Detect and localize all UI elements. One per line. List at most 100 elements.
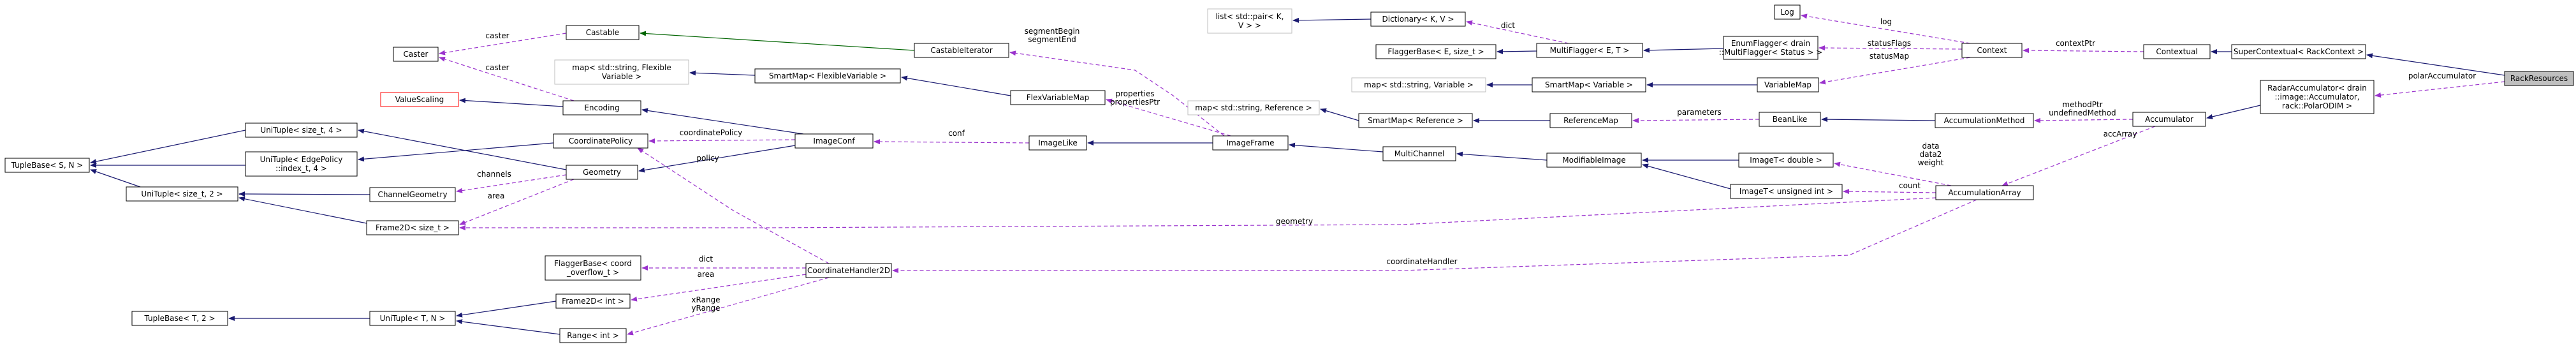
node-box <box>555 293 631 309</box>
class-node-imageconf[interactable]: ImageConf <box>794 133 874 149</box>
node-box <box>366 220 459 235</box>
edge-channelgeom-to-unituple2 <box>238 191 370 197</box>
edge-context-to-log <box>1801 13 1971 44</box>
class-node-refmap[interactable]: ReferenceMap <box>1549 113 1632 128</box>
node-box <box>914 43 1009 58</box>
class-node-mapvar[interactable]: map< std::string, Variable > <box>1351 77 1486 93</box>
class-node-supercontextual[interactable]: SuperContextual< RackContext > <box>2231 44 2366 59</box>
class-node-imgdouble[interactable]: ImageT< double > <box>1738 152 1834 168</box>
class-node-accumulator[interactable]: Accumulator <box>2132 112 2206 127</box>
node-label: EnumFlagger< drain <box>1731 39 1810 48</box>
class-node-accarray[interactable]: AccumulationArray <box>1935 185 2034 200</box>
node-label: ChannelGeometry <box>377 190 447 199</box>
class-node-frame2dsize[interactable]: Frame2D< size_t > <box>366 220 459 235</box>
edge-label-statusmap: statusMap <box>1870 52 1909 61</box>
class-node-unitupleTN[interactable]: UniTuple< T, N > <box>369 311 456 326</box>
edge-geometry-to-channelgeom <box>456 174 567 193</box>
class-node-flexvarmap[interactable]: FlexVariableMap <box>1010 90 1106 105</box>
class-node-listpair[interactable]: list< std::pair< K,V > > <box>1207 8 1292 34</box>
class-node-channelgeom[interactable]: ChannelGeometry <box>369 187 456 202</box>
class-node-accmethod[interactable]: AccumulationMethod <box>1935 113 2034 128</box>
node-label: SuperContextual< RackContext > <box>2234 47 2364 56</box>
class-node-beanlike[interactable]: BeanLike <box>1759 112 1821 127</box>
class-node-rangeint[interactable]: Range< int > <box>559 328 627 343</box>
class-node-tuplebaseT2[interactable]: TupleBase< T, 2 > <box>131 311 228 326</box>
edge-frame2dint-to-unitupleTN <box>456 301 557 318</box>
class-node-radar[interactable]: RadarAccumulator< drain::image::Accumula… <box>2260 80 2375 114</box>
edge-label-dict: dict <box>1501 21 1516 30</box>
class-node-imagelike[interactable]: ImageLike <box>1028 135 1087 151</box>
node-box <box>1532 77 1646 93</box>
edge-castableiter-to-castable <box>640 31 915 51</box>
edge-label-data: weight <box>1918 158 1944 167</box>
class-node-enumflagger[interactable]: EnumFlagger< drain::MultiFlagger< Status… <box>1719 36 1822 60</box>
class-node-frame2dint[interactable]: Frame2D< int > <box>555 293 631 309</box>
class-node-contextual[interactable]: Contextual <box>2143 44 2211 59</box>
class-node-dictionary[interactable]: Dictionary< K, V > <box>1370 11 1466 27</box>
class-node-unituple4[interactable]: UniTuple< size_t, 4 > <box>245 123 358 138</box>
class-node-unituple2[interactable]: UniTuple< size_t, 2 > <box>126 186 238 202</box>
node-box <box>1536 43 1643 58</box>
node-box <box>245 151 358 177</box>
class-node-geometry[interactable]: Geometry <box>566 165 638 180</box>
class-node-smartmapvar[interactable]: SmartMap< Variable > <box>1532 77 1646 93</box>
class-node-modimage[interactable]: ModifiableImage <box>1546 152 1642 168</box>
class-node-coordpolicy[interactable]: CoordinatePolicy <box>553 133 648 149</box>
node-label: ImageLike <box>1038 138 1078 147</box>
node-label: ::MultiFlagger< Status > > <box>1719 48 1822 57</box>
class-node-valuescaling[interactable]: ValueScaling <box>380 92 459 107</box>
node-box <box>794 133 874 149</box>
node-label: ReferenceMap <box>1563 116 1618 125</box>
class-node-smartmapref[interactable]: SmartMap< Reference > <box>1358 113 1473 128</box>
class-node-mapflex[interactable]: map< std::string, FlexibleVariable > <box>554 59 689 85</box>
node-label: ImageConf <box>813 137 855 145</box>
edge-label-area1: area <box>488 191 505 200</box>
class-node-multichannel[interactable]: MultiChannel <box>1382 146 1456 161</box>
class-node-unitupleedge[interactable]: UniTuple< EdgePolicy::index_t, 4 > <box>245 151 358 177</box>
node-box <box>1382 146 1456 161</box>
node-box <box>566 25 640 40</box>
node-box <box>553 133 648 149</box>
class-node-encoding[interactable]: Encoding <box>562 100 641 115</box>
node-box <box>1935 113 2034 128</box>
node-label: map< std::string, Variable > <box>1364 80 1474 89</box>
node-label: Encoding <box>584 103 619 112</box>
node-box <box>1351 77 1486 93</box>
class-node-flaggerbase[interactable]: FlaggerBase< E, size_t > <box>1375 44 1497 59</box>
class-node-log[interactable]: Log <box>1774 4 1801 20</box>
class-node-smartmapflex[interactable]: SmartMap< FlexibleVariable > <box>754 68 901 84</box>
node-box <box>1549 113 1632 128</box>
edge-label-xyrange: yRange <box>691 304 720 313</box>
node-box <box>369 187 456 202</box>
node-label: Log <box>1780 8 1794 17</box>
class-node-imageframe[interactable]: ImageFrame <box>1212 135 1289 151</box>
edge-unituple4-to-tuplebaseSN <box>90 130 246 165</box>
edge-imageconf-to-geometry <box>638 145 796 173</box>
class-node-multiflagger[interactable]: MultiFlagger< E, T > <box>1536 43 1643 58</box>
node-box <box>1757 77 1819 93</box>
class-node-imguint[interactable]: ImageT< unsigned int > <box>1730 184 1843 199</box>
class-node-castable[interactable]: Castable <box>566 25 640 40</box>
node-box <box>1207 8 1292 34</box>
class-node-flaggerbasecoord[interactable]: FlaggerBase< coord_overflow_t > <box>545 255 641 281</box>
class-node-coordhandler[interactable]: CoordinateHandler2D <box>805 263 892 278</box>
edges-layer <box>90 13 2505 336</box>
node-label: UniTuple< EdgePolicy <box>260 155 343 164</box>
edge-frame2dsize-to-unituple2 <box>238 196 367 224</box>
node-box <box>554 59 689 85</box>
node-label: Caster <box>403 50 428 59</box>
node-box <box>1187 100 1320 115</box>
node-label: FlaggerBase< coord <box>554 259 632 268</box>
node-box <box>562 100 641 115</box>
class-node-rack[interactable]: RackResources <box>2504 71 2574 86</box>
class-node-tuplebaseSN[interactable]: TupleBase< S, N > <box>4 158 90 173</box>
edge-label-coordhandler: coordinateHandler <box>1386 257 1457 266</box>
class-node-caster[interactable]: Caster <box>393 47 439 62</box>
class-node-mapref[interactable]: map< std::string, Reference > <box>1187 100 1320 115</box>
node-box <box>566 165 638 180</box>
class-node-variablemap[interactable]: VariableMap <box>1757 77 1819 93</box>
class-node-castableiter[interactable]: CastableIterator <box>914 43 1009 58</box>
class-node-context[interactable]: Context <box>1961 43 2023 58</box>
node-label: MultiFlagger< E, T > <box>1550 46 1630 55</box>
edge-label-xyrange: xRange <box>691 295 720 304</box>
